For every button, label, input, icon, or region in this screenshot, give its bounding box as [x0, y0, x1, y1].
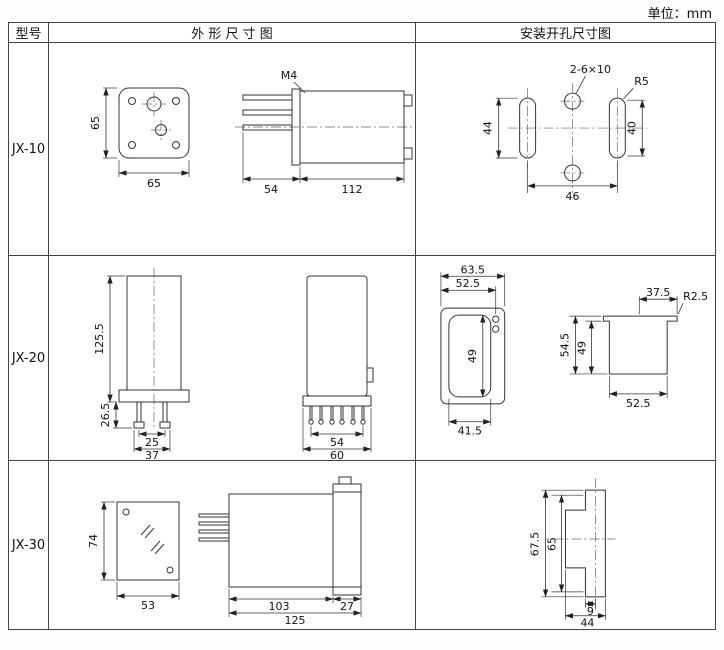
dim-text: 44: [482, 121, 495, 135]
dim-text: 60: [330, 449, 344, 460]
dim-text: 54.5: [558, 333, 571, 357]
dim-text: 63.5: [461, 263, 485, 276]
jx10-front-view: [118, 87, 190, 159]
jx30-side-view: [198, 476, 362, 595]
jx20-dim-panel-inner-height: 49: [575, 320, 602, 375]
model-label-jx30: JX-30: [9, 461, 49, 629]
dim-text: 54: [330, 436, 344, 449]
jx10-side-view: [235, 88, 415, 166]
dim-text: 49: [466, 349, 479, 363]
hole-label-text: 2-6×10: [570, 63, 611, 76]
jx10-radius-label: R5: [623, 75, 649, 100]
col-header-mounting: 安装开孔尺寸图: [416, 23, 715, 43]
jx20-outline-drawing: 125.5 26.5 25 37: [49, 256, 416, 461]
dim-text: 65: [89, 116, 102, 130]
jx20-dim-body-height: 125.5: [93, 275, 125, 403]
jx30-outline-svg: 74 53: [87, 476, 362, 627]
dim-text: 44: [580, 616, 594, 628]
model-label-jx10: JX-10: [9, 43, 49, 256]
spec-table: 型号 外 形 尺 寸 图 安装开孔尺寸图 JX-10 65: [8, 22, 716, 630]
col-header-model: 型号: [9, 23, 49, 43]
jx20-mounting-drawing: 63.5 52.5 49 41.5: [416, 256, 715, 461]
dim-text: 37: [145, 449, 159, 460]
dim-text: 27: [340, 600, 354, 613]
jx20-panel-section-view: [602, 315, 678, 375]
jx10-side-dim-stud: 54: [242, 132, 301, 196]
col-header-outline: 外 形 尺 寸 图: [49, 23, 416, 43]
jx30-dim-cut-inner-height: 65: [546, 494, 584, 592]
jx20-dim-pin-pitch: 25: [138, 430, 166, 449]
jx10-mounting-svg: 2-6×10 R5 44 40: [482, 63, 649, 203]
jx10-dim-hole-width: 46: [527, 161, 618, 203]
jx20-dim-panel-bottom-width: 52.5: [608, 375, 668, 410]
dim-text: 52.5: [456, 277, 480, 290]
jx30-dim-tab-width: 9: [585, 598, 596, 617]
dim-text: 65: [546, 537, 559, 551]
jx20-dim-side-base: 60: [302, 408, 372, 460]
dim-text: 67.5: [529, 531, 542, 555]
jx30-dim-front-width: 53: [116, 581, 180, 612]
jx30-dim-cut-width: 44: [565, 569, 606, 629]
unit-label: 单位：mm: [647, 7, 712, 22]
jx30-dim-total-length: 125: [228, 609, 362, 627]
dim-text: 9: [587, 604, 594, 617]
jx10-hole-label: 2-6×10: [570, 63, 611, 95]
jx10-hole-pattern: [507, 83, 648, 193]
jx20-dim-cut-outer-width: 63.5: [440, 263, 506, 307]
dim-text: 49: [575, 341, 588, 355]
jx20-dim-pin-row: 37: [133, 430, 171, 460]
jx20-dim-pin-height: 26.5: [99, 401, 132, 429]
jx20-front-view: [118, 268, 190, 430]
jx30-mounting-svg: 67.5 65 9 44: [529, 477, 616, 629]
jx20-outline-svg: 125.5 26.5 25 37: [93, 268, 374, 460]
dim-text: 37.5: [646, 286, 670, 299]
dim-text: 54: [264, 183, 278, 196]
jx20-dim-cut-inner-width: 52.5: [440, 277, 497, 315]
jx10-outline-drawing: 65 65 M4: [49, 43, 416, 256]
jx20-dim-panel-top-width: 37.5: [638, 286, 678, 315]
jx10-thread-label: M4: [281, 69, 306, 94]
dim-text: 125: [285, 614, 306, 627]
jx20-cutout-view: [440, 307, 506, 405]
dim-text: 65: [147, 177, 161, 190]
jx10-front-dim-width: 65: [118, 160, 190, 190]
jx10-side-dim-body: 112: [299, 159, 405, 196]
jx30-mounting-drawing: 67.5 65 9 44: [416, 461, 715, 629]
dim-text: 125.5: [93, 323, 106, 355]
dim-text: 74: [87, 534, 100, 548]
jx30-outline-drawing: 74 53: [49, 461, 416, 629]
jx10-mounting-drawing: 2-6×10 R5 44 40: [416, 43, 715, 256]
dim-text: 46: [566, 190, 580, 203]
jx20-panel-radius-label: R2.5: [677, 290, 708, 315]
jx30-dim-cut-outer-height: 67.5: [529, 489, 584, 597]
radius-label-text: R5: [634, 75, 649, 88]
dim-text: 25: [145, 436, 159, 449]
jx10-outline-svg: 65 65 M4: [89, 69, 415, 196]
jx20-dim-cut-bottom-width: 41.5: [448, 398, 492, 438]
jx20-mounting-svg: 63.5 52.5 49 41.5: [440, 263, 708, 438]
jx20-dim-side-pin-span: 54: [310, 426, 364, 449]
jx30-front-view: [116, 501, 180, 580]
model-label-jx20: JX-20: [9, 256, 49, 461]
jx10-dim-right-height: 40: [625, 99, 646, 157]
jx20-dim-cut-height: 49: [466, 314, 486, 398]
radius-label-text: R2.5: [683, 290, 708, 303]
jx20-dim-panel-outer-height: 54.5: [558, 315, 608, 375]
jx30-cutout-view: [553, 477, 616, 610]
dim-text: 112: [342, 183, 363, 196]
jx10-dim-left-height: 44: [482, 97, 518, 159]
jx10-front-dim-height: 65: [89, 87, 117, 159]
dim-text: 40: [625, 121, 638, 135]
dim-text: 103: [269, 600, 290, 613]
jx20-side-view: [302, 275, 374, 425]
jx30-dim-body-length: 103: [228, 588, 334, 617]
dim-text: 41.5: [458, 425, 482, 438]
jx30-dim-bracket-width: 27: [332, 595, 362, 617]
jx30-dim-front-height: 74: [87, 501, 115, 580]
dim-text: 52.5: [626, 397, 650, 410]
thread-label-text: M4: [281, 69, 298, 82]
dim-text: 26.5: [99, 403, 112, 428]
dim-text: 53: [141, 599, 155, 612]
